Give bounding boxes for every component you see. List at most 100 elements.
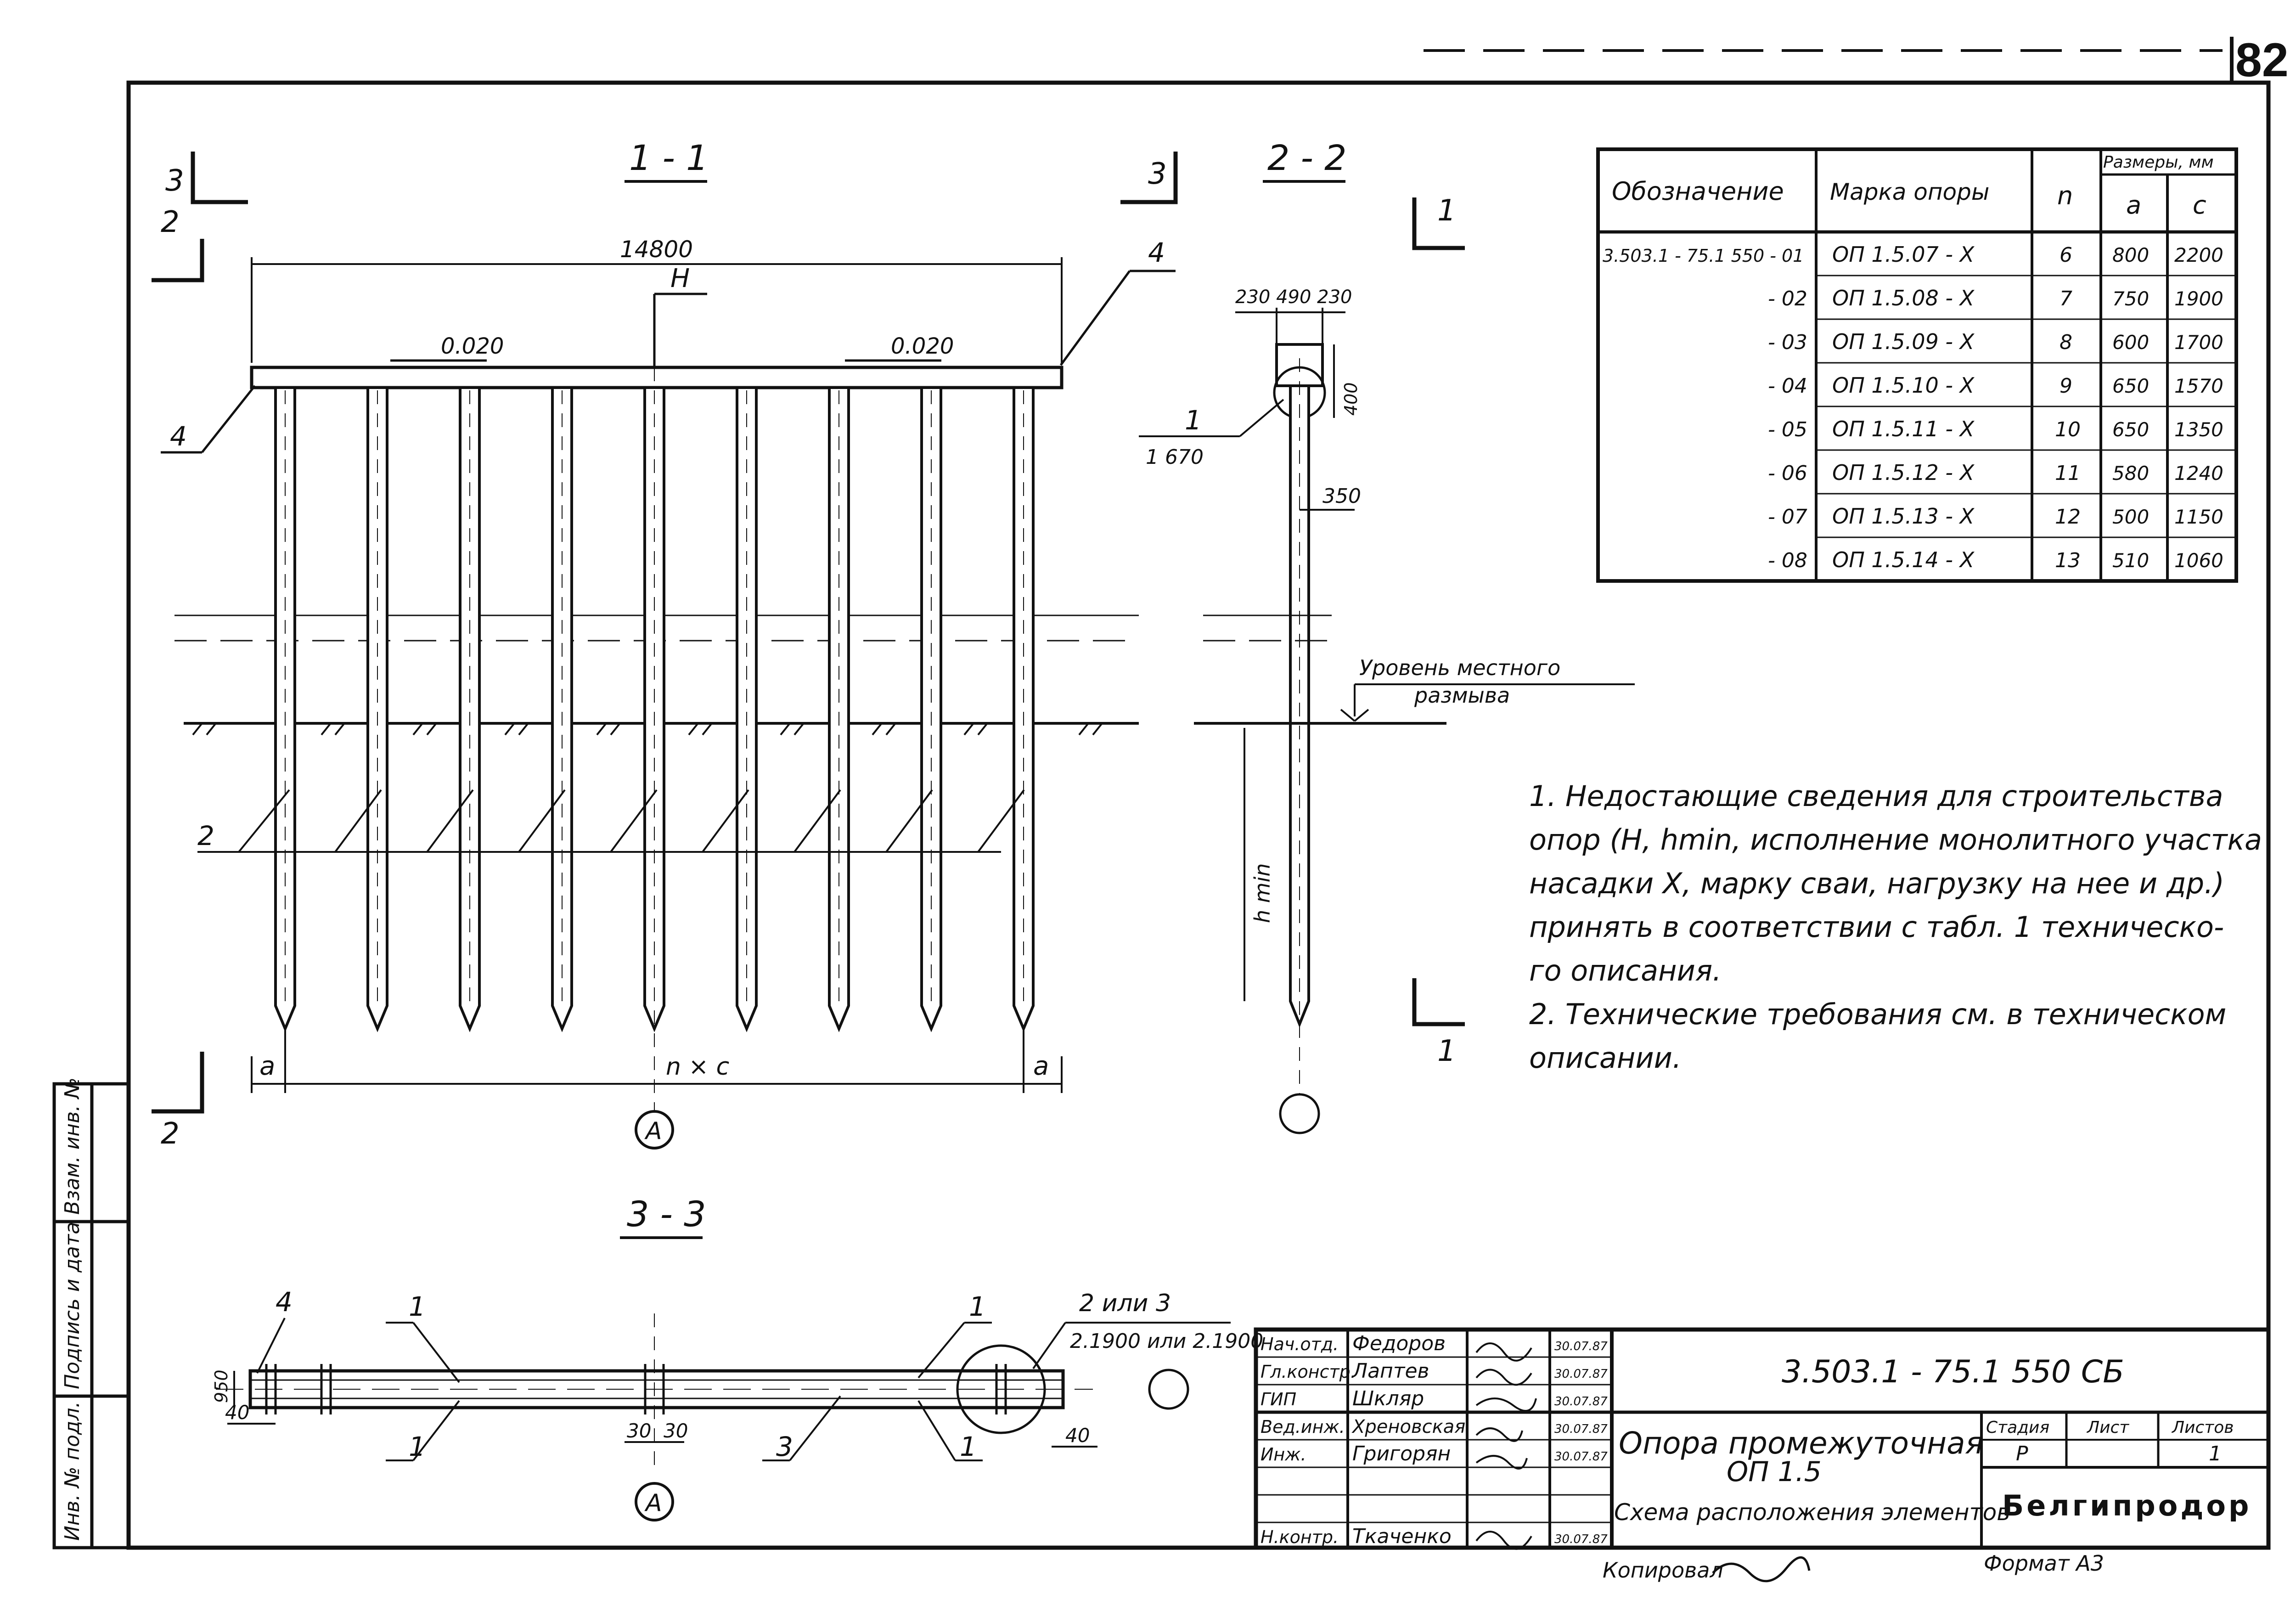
- cell-mark: ОП 1.5.13 - Х: [1832, 504, 1975, 529]
- tb-name: Шкляр: [1352, 1387, 1424, 1410]
- copied-signature: [1712, 1556, 1811, 1583]
- cell-mark: ОП 1.5.08 - Х: [1832, 286, 1975, 310]
- note-line: 2. Технические требования см. в техничес…: [1529, 997, 2226, 1031]
- tb-name: Ткаченко: [1352, 1525, 1452, 1548]
- overall-dim: 14800: [620, 236, 693, 263]
- sheet-number: 82: [2235, 34, 2289, 87]
- scour-label-line1: Уровень местного: [1359, 655, 1560, 680]
- pile-3: [459, 386, 481, 1032]
- tb-date: 30.07.87: [1554, 1450, 1608, 1464]
- callout-1-bottom-left: 1: [409, 1431, 426, 1462]
- cell-c: 1150: [2174, 506, 2223, 528]
- callout-1-top-left: 1: [409, 1291, 426, 1322]
- th-mark: Марка опоры: [1830, 179, 1989, 205]
- axis-label-A-3-3: A: [644, 1489, 662, 1517]
- cell-designation: - 06: [1768, 462, 1807, 485]
- spec-row: - 05 ОП 1.5.11 - Х 10 650 1350: [1768, 417, 2223, 441]
- cell-a: 650: [2112, 375, 2149, 397]
- tb-name: Федоров: [1352, 1332, 1446, 1355]
- tb-stage-value: Р: [2016, 1442, 2028, 1465]
- dims-top-2-2: 230 490 230: [1235, 287, 1352, 308]
- spec-row: - 03 ОП 1.5.09 - Х 8 600 1700: [1768, 329, 2223, 354]
- tb-sheets-label: Листов: [2171, 1418, 2234, 1437]
- tb-date: 30.07.87: [1554, 1533, 1608, 1546]
- tb-stage-label: Стадия: [1986, 1418, 2049, 1437]
- tb-role: Инж.: [1261, 1444, 1306, 1465]
- cell-a: 650: [2112, 418, 2149, 441]
- sheet-frame: [126, 37, 2271, 1550]
- cut-marker-3-right: 3: [1148, 157, 1167, 191]
- tb-code: 3.503.1 - 75.1 550 СБ: [1782, 1354, 2124, 1390]
- callout-1-top-right: 1: [969, 1291, 986, 1322]
- callout-4-3-3: 4: [276, 1286, 293, 1318]
- tb-title-line2: ОП 1.5: [1727, 1456, 1822, 1488]
- cell-a: 510: [2112, 549, 2149, 572]
- note-line: насадки Х, марку сваи, нагрузку на нее и…: [1529, 867, 2224, 900]
- th-designation: Обозначение: [1612, 177, 1784, 206]
- note-line: го описания.: [1529, 954, 1722, 987]
- spec-row: - 08 ОП 1.5.14 - Х 13 510 1060: [1768, 547, 2223, 572]
- cell-n: 7: [2060, 287, 2072, 310]
- tb-role: ГИП: [1261, 1389, 1296, 1409]
- spec-table: [1596, 147, 2238, 583]
- cell-designation: - 04: [1768, 374, 1807, 398]
- dim-a-left: a: [259, 1051, 275, 1081]
- top-label-H: H: [670, 264, 690, 293]
- spec-row: 3.503.1 - 75.1 550 - 01 ОП 1.5.07 - Х 6 …: [1603, 242, 2223, 267]
- section-2-2: 2 - 2 1 1 230 490 230 400 1 1 670: [1139, 137, 1635, 1134]
- tb-role: Вед.инж.: [1261, 1417, 1345, 1437]
- cell-n: 10: [2055, 418, 2081, 441]
- pile-2: [366, 386, 388, 1032]
- cell-mark: ОП 1.5.11 - Х: [1832, 417, 1975, 441]
- cut-marker-3-left: 3: [165, 164, 184, 198]
- tb-date: 30.07.87: [1554, 1340, 1608, 1353]
- dim-nc: n × c: [666, 1053, 729, 1081]
- pile-6: [736, 386, 758, 1032]
- note-line: опор (H, hmin, исполнение монолитного уч…: [1529, 823, 2262, 857]
- pile-7: [828, 386, 850, 1032]
- section-3-3-title: 3 - 3: [627, 1194, 706, 1234]
- cell-mark: ОП 1.5.10 - Х: [1832, 373, 1975, 398]
- callout-cap-left: 4: [170, 421, 187, 452]
- note-line: принять в соответствии с табл. 1 техниче…: [1529, 910, 2224, 944]
- cell-n: 11: [2055, 462, 2081, 485]
- cell-n: 8: [2060, 331, 2072, 354]
- dim-400: 400: [1341, 382, 1361, 416]
- cell-designation: 3.503.1 - 75.1 550 - 01: [1603, 246, 1804, 266]
- pile-4: [551, 386, 573, 1032]
- cell-a: 750: [2112, 287, 2149, 310]
- tb-sheet-label: Лист: [2086, 1418, 2129, 1437]
- callout-2-or-3-sub: 2.1900 или 2.1900: [1070, 1330, 1263, 1353]
- cell-mark: ОП 1.5.14 - Х: [1832, 547, 1975, 572]
- pile-5: [643, 386, 665, 1032]
- tb-name: Григорян: [1352, 1442, 1451, 1465]
- pile-8: [920, 386, 942, 1032]
- callout-pile: 2: [197, 820, 214, 851]
- tb-date: 30.07.87: [1554, 1422, 1608, 1436]
- dim-350: 350: [1322, 485, 1361, 508]
- cell-c: 1240: [2174, 462, 2223, 485]
- note-line: 1. Недостающие сведения для строительств…: [1529, 779, 2223, 813]
- cell-mark: ОП 1.5.07 - Х: [1832, 242, 1975, 267]
- dim-30-right: 30: [664, 1420, 688, 1442]
- cell-n: 12: [2055, 505, 2081, 529]
- slope-right: 0.020: [891, 333, 954, 359]
- cell-mark: ОП 1.5.09 - Х: [1832, 329, 1975, 354]
- cell-n: 6: [2060, 243, 2072, 267]
- title-block-signatures: [1475, 1342, 1537, 1550]
- dim-40-left: 40: [225, 1401, 249, 1424]
- tb-org: Белгипродор: [2002, 1489, 2251, 1522]
- side-stamp-label-1: Инв. № подл.: [61, 1401, 84, 1541]
- tb-copied: Копировал: [1603, 1558, 1723, 1583]
- spec-row: - 06 ОП 1.5.12 - Х 11 580 1240: [1768, 460, 2223, 485]
- cell-c: 1060: [2174, 549, 2223, 572]
- cell-n: 9: [2060, 374, 2072, 398]
- tb-date: 30.07.87: [1554, 1367, 1608, 1381]
- note-line: описании.: [1529, 1041, 1682, 1075]
- title-block: [1254, 1327, 2271, 1550]
- side-stamp: [52, 1082, 130, 1550]
- callout-1-sub: 1 670: [1146, 445, 1204, 469]
- cell-designation: - 07: [1768, 505, 1807, 529]
- tb-subtitle: Схема расположения элементов: [1614, 1499, 2010, 1526]
